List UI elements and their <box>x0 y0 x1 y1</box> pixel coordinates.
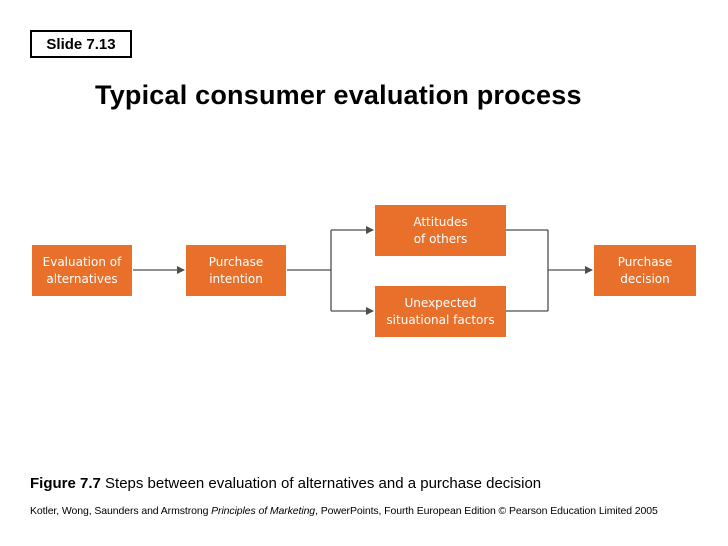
attitudes-of-others-box: Attitudes of others <box>375 205 506 256</box>
figure-caption: Figure 7.7 Steps between evaluation of a… <box>30 475 541 492</box>
purchase-intention-box: Purchase intention <box>186 245 286 296</box>
purchase-decision-box: Purchase decision <box>594 245 696 296</box>
evaluation-of-alternatives-box: Evaluation of alternatives <box>32 245 132 296</box>
box-line: Unexpected <box>404 295 477 310</box>
box-line: intention <box>209 271 263 286</box>
copyright-footer: Kotler, Wong, Saunders and Armstrong Pri… <box>30 505 658 517</box>
box-line: situational factors <box>386 312 495 327</box>
box-line: of others <box>413 231 468 246</box>
box-line: Attitudes <box>413 214 468 229</box>
box-line: decision <box>620 271 670 286</box>
footer-edition: , PowerPoints, Fourth European Edition ©… <box>315 505 658 517</box>
slide-title: Typical consumer evaluation process <box>95 80 582 110</box>
slide-number-badge: Slide 7.13 <box>30 30 132 58</box>
box-line: alternatives <box>46 271 118 286</box>
box-line: Purchase <box>208 254 264 269</box>
box-line: Evaluation of <box>42 254 122 269</box>
box-line: Purchase <box>617 254 673 269</box>
unexpected-situational-factors-box: Unexpected situational factors <box>375 286 506 337</box>
footer-authors: Kotler, Wong, Saunders and Armstrong <box>30 505 209 517</box>
figure-caption-text: Steps between evaluation of alternatives… <box>105 475 542 492</box>
footer-book-title: Principles of Marketing <box>211 505 316 517</box>
figure-label: Figure 7.7 <box>30 475 101 492</box>
